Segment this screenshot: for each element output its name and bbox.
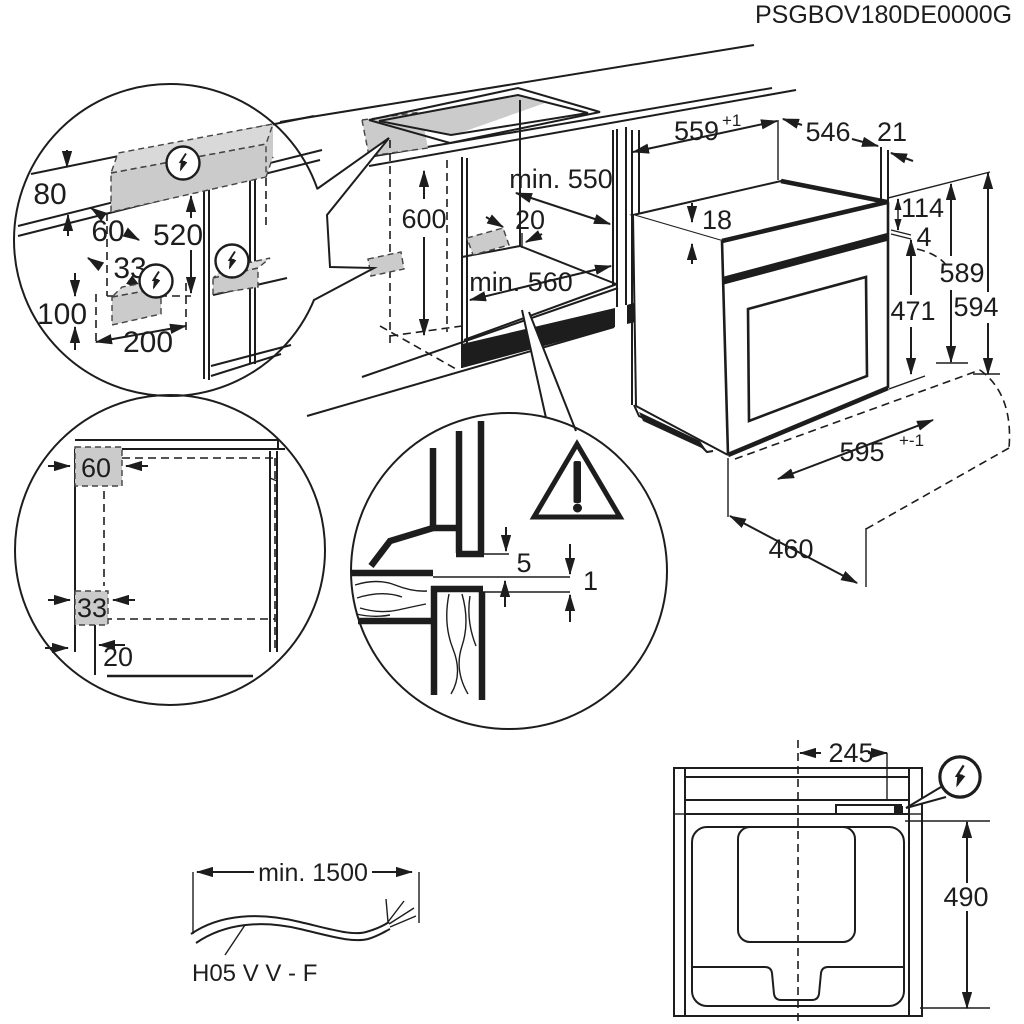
svg-text:min. 560: min. 560	[469, 267, 573, 297]
svg-text:+1: +1	[722, 111, 741, 130]
svg-text:471: 471	[890, 296, 935, 326]
svg-text:520: 520	[153, 219, 203, 252]
svg-text:60: 60	[81, 453, 111, 483]
svg-text:600: 600	[401, 204, 446, 234]
svg-text:min. 1500: min. 1500	[258, 859, 368, 887]
svg-text:100: 100	[37, 298, 87, 331]
svg-text:60: 60	[91, 215, 124, 248]
svg-text:33: 33	[77, 593, 107, 623]
svg-text:594: 594	[953, 292, 998, 322]
svg-text:114: 114	[901, 193, 944, 223]
svg-text:200: 200	[123, 326, 173, 359]
svg-text:546: 546	[805, 117, 850, 147]
svg-text:21: 21	[877, 117, 907, 147]
svg-text:4: 4	[916, 222, 931, 252]
svg-text:245: 245	[828, 738, 873, 768]
svg-text:18: 18	[702, 205, 732, 235]
svg-text:80: 80	[33, 178, 66, 211]
svg-text:H05 V V - F: H05 V V - F	[192, 960, 317, 987]
svg-text:min. 550: min. 550	[509, 164, 613, 194]
svg-text:+-1: +-1	[899, 431, 924, 450]
svg-text:PSGBOV180DE0000G: PSGBOV180DE0000G	[755, 1, 1012, 29]
svg-text:20: 20	[103, 642, 133, 672]
svg-text:20: 20	[515, 205, 545, 235]
svg-text:589: 589	[939, 258, 984, 288]
svg-text:490: 490	[943, 882, 988, 912]
svg-text:5: 5	[516, 548, 531, 578]
svg-text:1: 1	[583, 566, 598, 596]
